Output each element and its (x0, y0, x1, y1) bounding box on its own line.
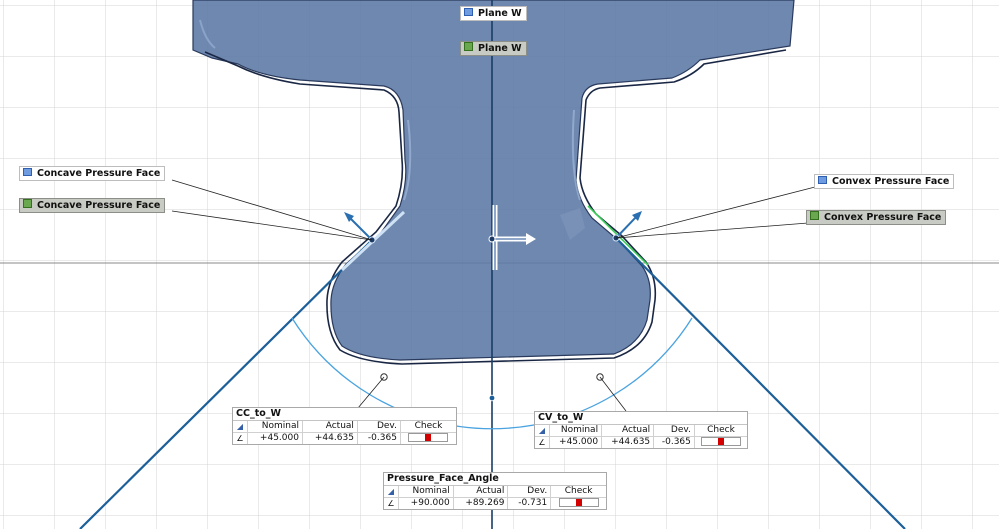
leader-lines (171, 179, 816, 412)
col-dev: Dev. (507, 486, 552, 498)
actual-value: +44.635 (302, 432, 358, 444)
dev-value: -0.365 (357, 432, 401, 444)
dimension-cc-to-w[interactable]: CC_to_W ◢ Nominal Actual Dev. Check ∠ +4… (232, 407, 457, 445)
dimension-title: Pressure_Face_Angle (384, 473, 606, 486)
measured-plane-icon (810, 211, 819, 220)
dimension-title: CC_to_W (233, 408, 456, 421)
convex-face-line[interactable] (615, 237, 906, 529)
col-actual: Actual (302, 421, 358, 433)
col-actual: Actual (453, 486, 509, 498)
col-nominal: Nominal (398, 486, 454, 498)
arc-vertex-point[interactable] (488, 394, 496, 402)
coordinate-triad-icon (488, 205, 536, 270)
plane-icon (464, 8, 473, 16)
col-dev: Dev. (653, 425, 695, 437)
angle-icon: ∠ (233, 432, 248, 444)
check-indicator (400, 433, 456, 445)
concave-normal-arrow (344, 212, 373, 241)
concave-pressure-face-label[interactable]: Concave Pressure Face (19, 166, 166, 181)
col-check: Check (694, 425, 747, 437)
col-nominal: Nominal (247, 421, 303, 433)
col-check: Check (400, 421, 456, 433)
concave-pressure-face-measured-label[interactable]: Concave Pressure Face (19, 198, 166, 213)
col-nominal: Nominal (549, 425, 603, 437)
convex-pressure-face-measured-label[interactable]: Convex Pressure Face (806, 210, 947, 225)
dev-value: -0.365 (653, 436, 695, 448)
plane-w-label[interactable]: Plane W (460, 6, 527, 21)
deviation-icon: ◢ (233, 421, 248, 433)
nominal-value: +45.000 (549, 436, 603, 448)
angle-icon: ∠ (384, 497, 399, 509)
nominal-value: +45.000 (247, 432, 303, 444)
check-indicator (551, 498, 606, 510)
col-dev: Dev. (357, 421, 401, 433)
dimension-pressure-face-angle[interactable]: Pressure_Face_Angle ◢ Nominal Actual Dev… (383, 472, 607, 510)
measured-plane-icon (23, 199, 32, 208)
convex-normal-arrow (615, 211, 642, 239)
nominal-value: +90.000 (398, 497, 454, 509)
actual-value: +89.269 (453, 497, 509, 509)
convex-pressure-face-label[interactable]: Convex Pressure Face (814, 174, 955, 189)
deviation-icon: ◢ (535, 425, 550, 437)
check-indicator (694, 437, 747, 449)
concave-face-line[interactable] (79, 239, 373, 529)
plane-icon (818, 176, 827, 184)
col-check: Check (550, 486, 606, 498)
measured-plane-icon (464, 42, 473, 51)
dimension-title: CV_to_W (535, 412, 747, 425)
plane-w-measured-label[interactable]: Plane W (460, 41, 527, 56)
dimension-cv-to-w[interactable]: CV_to_W ◢ Nominal Actual Dev. Check ∠ +4… (534, 411, 748, 449)
dev-value: -0.731 (507, 497, 552, 509)
deviation-icon: ◢ (384, 486, 399, 498)
angle-arc[interactable] (291, 317, 693, 430)
col-actual: Actual (601, 425, 655, 437)
angle-icon: ∠ (535, 436, 550, 448)
actual-value: +44.635 (601, 436, 655, 448)
plane-icon (23, 168, 32, 176)
